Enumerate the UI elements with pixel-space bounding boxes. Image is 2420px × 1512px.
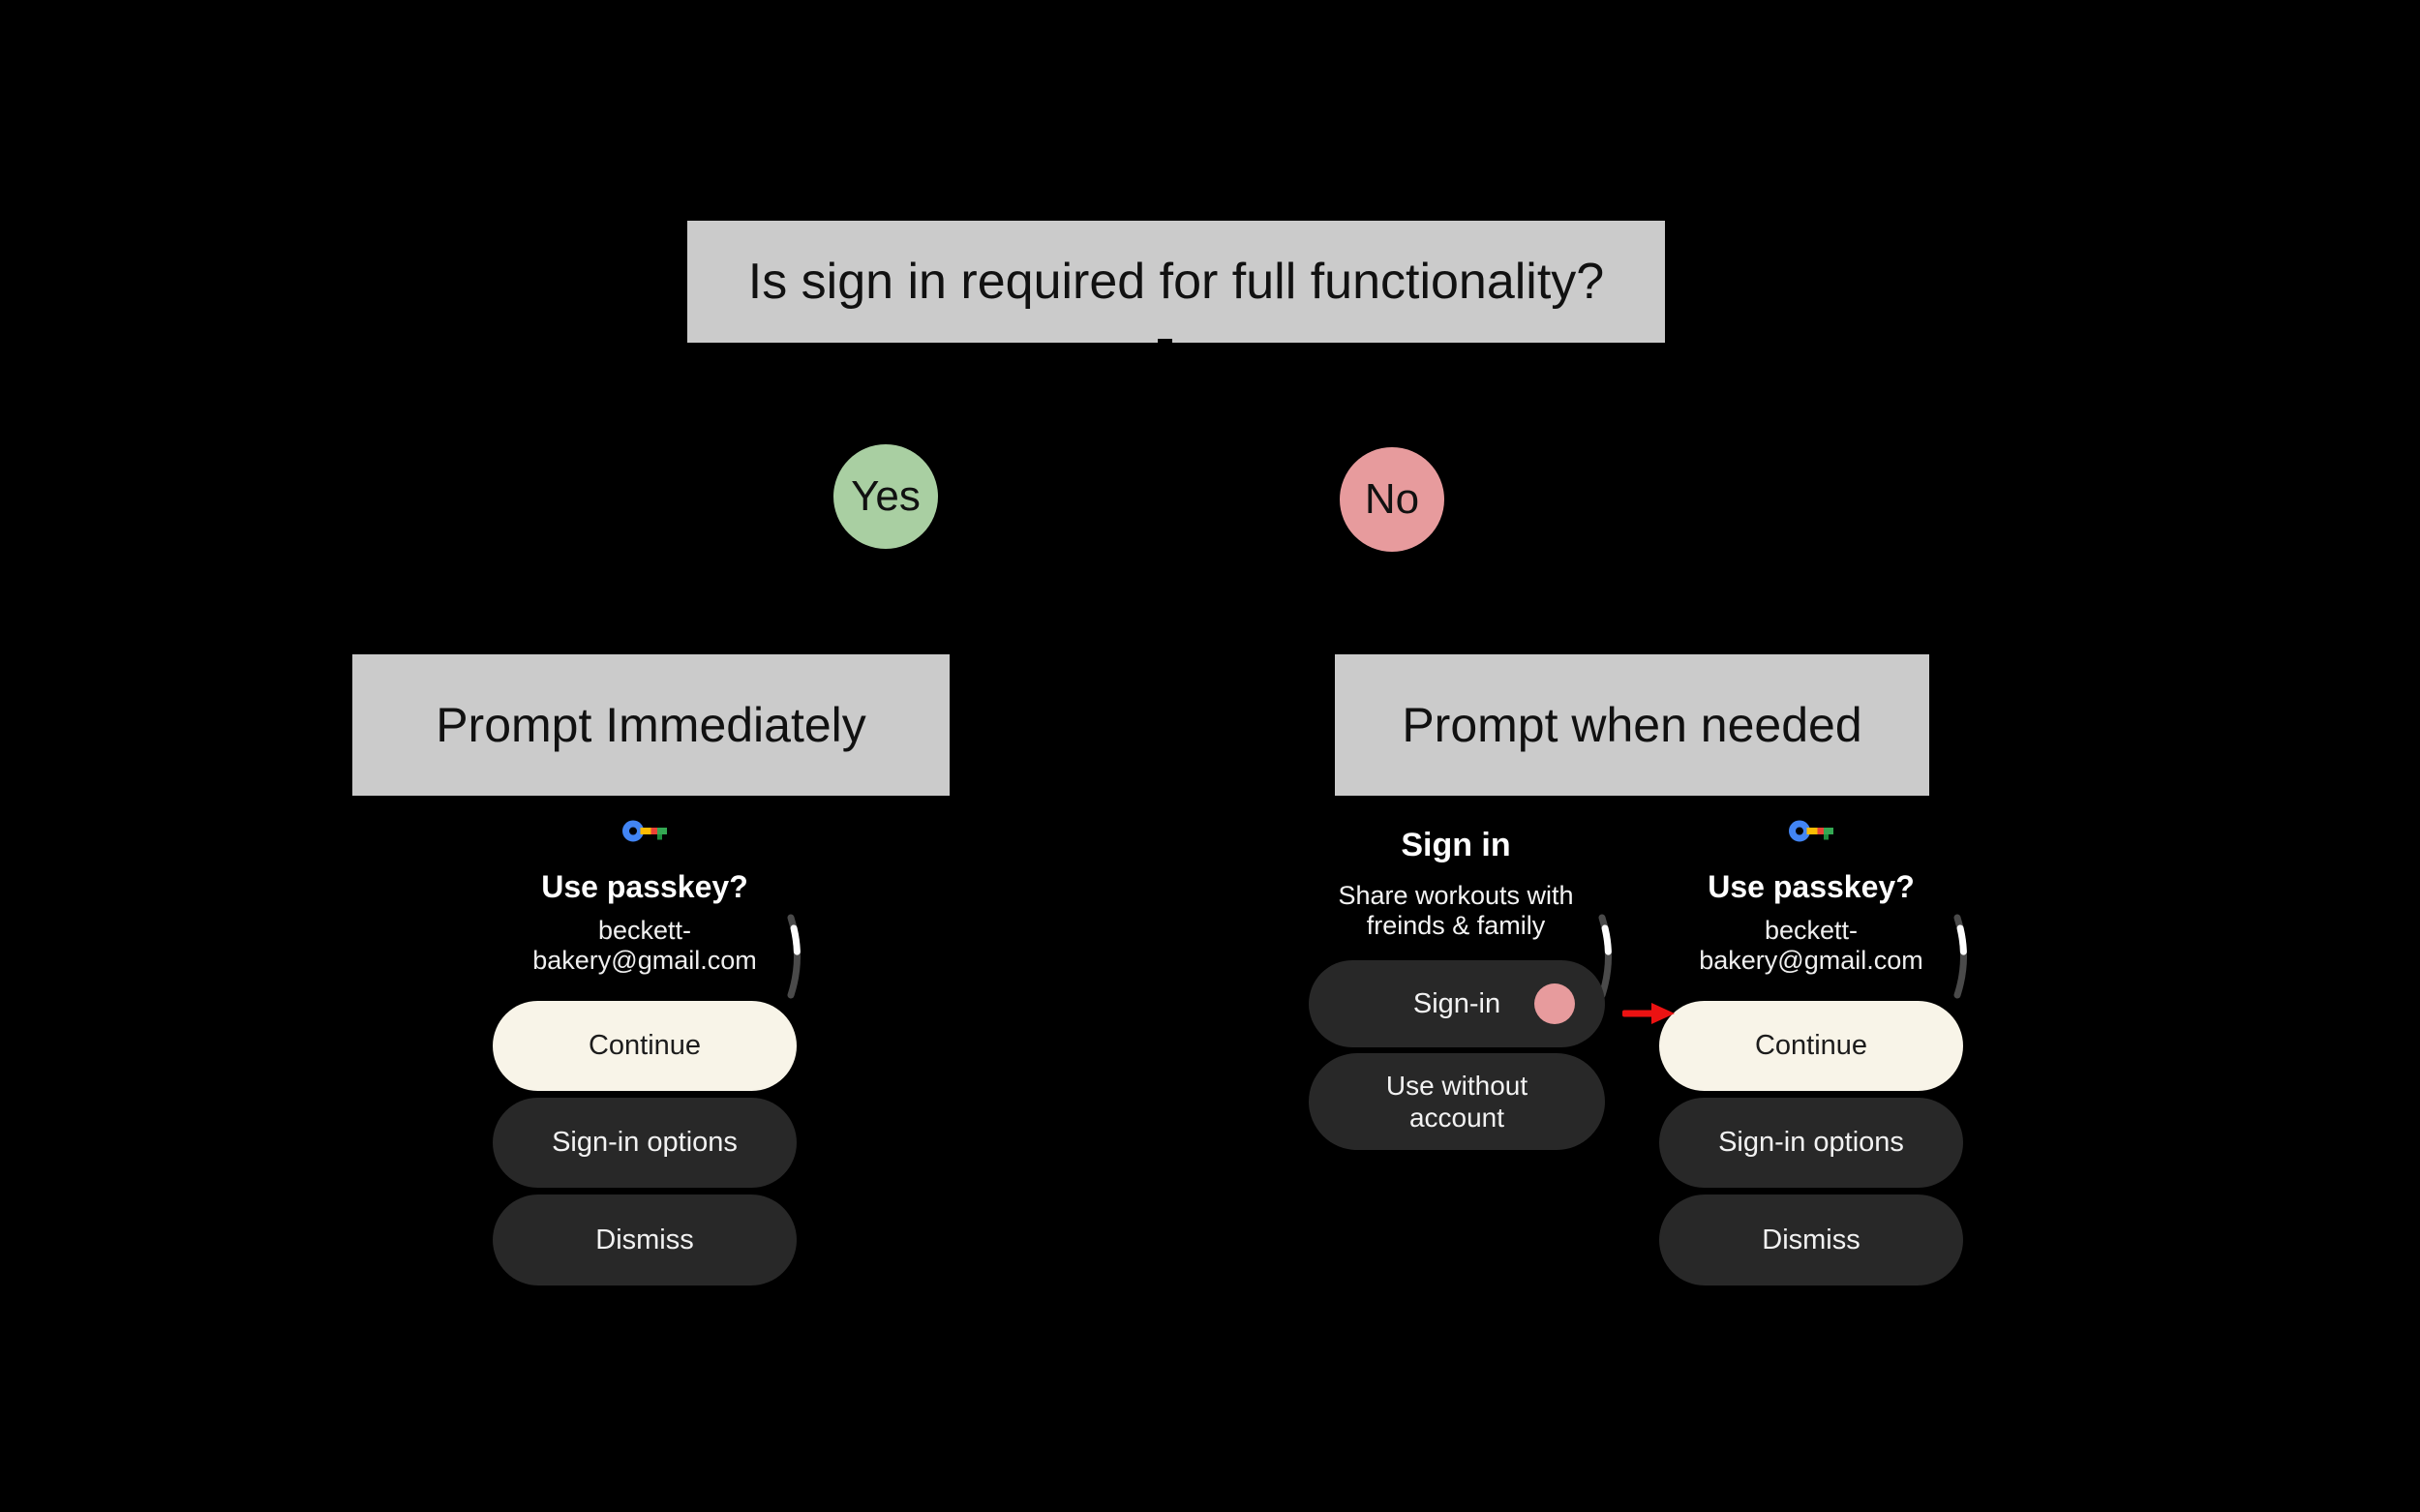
use-without-account-button[interactable]: Use without account — [1309, 1053, 1605, 1150]
email-line-2: bakery@gmail.com — [532, 946, 757, 975]
signin-options-button[interactable]: Sign-in options — [493, 1098, 797, 1188]
sign-in-label: Sign-in — [1412, 987, 1501, 1019]
no-node: No — [1340, 447, 1444, 552]
signin-options-button[interactable]: Sign-in options — [1659, 1098, 1963, 1188]
red-flow-arrow-icon — [1622, 1003, 1675, 1024]
use-passkey-title: Use passkey? — [1708, 869, 1915, 904]
sign-in-subtitle: Share workouts with freinds & family — [1301, 881, 1611, 941]
watch-ui-passkey-left: Use passkey? beckett- bakery@gmail.com C… — [490, 813, 801, 1302]
passkey-key-icon — [1789, 820, 1833, 842]
account-email: beckett- bakery@gmail.com — [490, 916, 800, 976]
use-without-label-2: account — [1408, 1103, 1505, 1133]
signin-options-label: Sign-in options — [1718, 1127, 1904, 1158]
continue-button[interactable]: Continue — [1659, 1001, 1963, 1091]
dismiss-label: Dismiss — [595, 1224, 694, 1255]
dismiss-button[interactable]: Dismiss — [1659, 1194, 1963, 1285]
connector-stub — [1626, 643, 1637, 659]
prompt-when-needed-box: Prompt when needed — [1335, 654, 1929, 796]
watch-ui-signin: Sign in Share workouts with freinds & fa… — [1301, 813, 1612, 1302]
subtitle-line-2: freinds & family — [1366, 911, 1546, 940]
connector-stub — [647, 643, 657, 657]
title-text: Is sign in required for full functionali… — [747, 254, 1605, 310]
scroll-indicator-arc — [1598, 914, 1612, 999]
sign-in-title: Sign in — [1401, 827, 1511, 863]
prompt-immediately-box: Prompt Immediately — [352, 654, 950, 796]
tap-indicator-dot — [1534, 983, 1575, 1024]
signin-options-label: Sign-in options — [552, 1127, 738, 1158]
email-line-1: beckett- — [597, 916, 692, 945]
dismiss-label: Dismiss — [1762, 1224, 1860, 1255]
scroll-indicator-arc — [1953, 914, 1967, 999]
watch-ui-passkey-right: Use passkey? beckett- bakery@gmail.com C… — [1656, 813, 1967, 1302]
use-without-label-1: Use without — [1385, 1071, 1528, 1101]
email-line-1: beckett- — [1764, 916, 1859, 945]
passkey-key-icon — [622, 820, 667, 842]
continue-label: Continue — [588, 1030, 702, 1061]
connector-stub — [1158, 339, 1172, 354]
no-label: No — [1364, 475, 1420, 523]
yes-label: Yes — [851, 472, 921, 520]
sign-in-button[interactable]: Sign-in — [1309, 960, 1605, 1047]
use-passkey-title: Use passkey? — [541, 869, 748, 904]
prompt-immediately-text: Prompt Immediately — [436, 698, 866, 752]
account-email: beckett- bakery@gmail.com — [1656, 916, 1966, 976]
email-line-2: bakery@gmail.com — [1699, 946, 1923, 975]
dismiss-button[interactable]: Dismiss — [493, 1194, 797, 1285]
yes-node: Yes — [833, 444, 938, 549]
subtitle-line-1: Share workouts with — [1338, 881, 1574, 910]
continue-button[interactable]: Continue — [493, 1001, 797, 1091]
continue-label: Continue — [1754, 1030, 1868, 1061]
title-box: Is sign in required for full functionali… — [687, 221, 1665, 343]
prompt-when-needed-text: Prompt when needed — [1402, 698, 1862, 752]
scroll-indicator-arc — [787, 914, 801, 999]
